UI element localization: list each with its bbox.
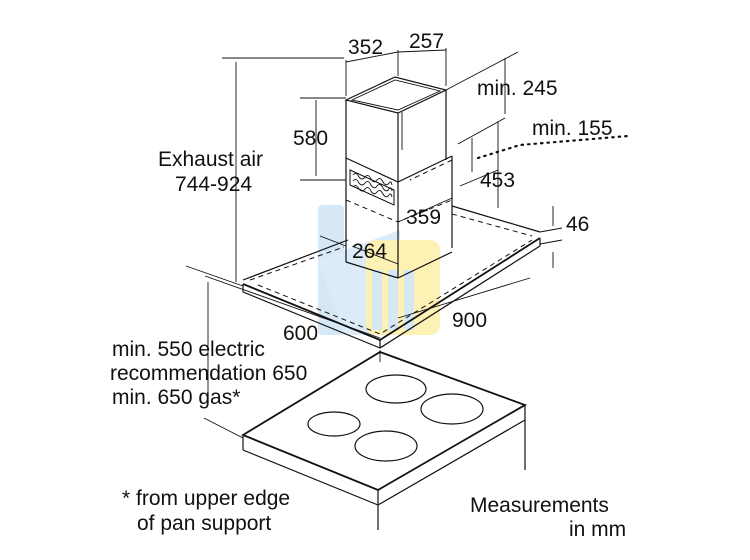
- chimney-width-label: 352: [348, 36, 383, 59]
- clearance-electric-label: min. 550 electric: [112, 338, 265, 361]
- chimney-length-label: 580: [293, 127, 328, 150]
- vent-grille: [349, 169, 395, 206]
- exhaust-air-label: Exhaust air: [158, 148, 263, 171]
- min-vent-cutout-label: min. 155: [532, 117, 613, 140]
- inner-depth-label: 359: [406, 206, 441, 229]
- chimney-depth-label: 257: [409, 30, 444, 53]
- hood-width-label: 900: [452, 309, 487, 332]
- dimension-lines: [185, 48, 630, 439]
- canopy-height-label: 46: [566, 213, 589, 236]
- footnote-line-1: * from upper edge: [122, 487, 290, 510]
- footnote-line-2: of pan support: [137, 512, 271, 535]
- units-line-1: Measurements: [470, 494, 609, 517]
- watermark-logo: [318, 205, 440, 335]
- chimney-offset-label: 453: [480, 169, 515, 192]
- hood-chimney: [344, 76, 453, 279]
- units-line-2: in mm: [569, 518, 626, 541]
- min-chimney-top-label: min. 245: [477, 77, 558, 100]
- exhaust-air-range-label: 744-924: [175, 173, 252, 196]
- clearance-gas-label: min. 650 gas*: [112, 386, 240, 409]
- inner-width-label: 264: [352, 240, 387, 263]
- hood-canopy: [242, 205, 541, 349]
- clearance-recommendation-label: recommendation 650: [110, 362, 307, 385]
- hood-depth-label: 600: [283, 322, 318, 345]
- cooktop: [241, 351, 528, 530]
